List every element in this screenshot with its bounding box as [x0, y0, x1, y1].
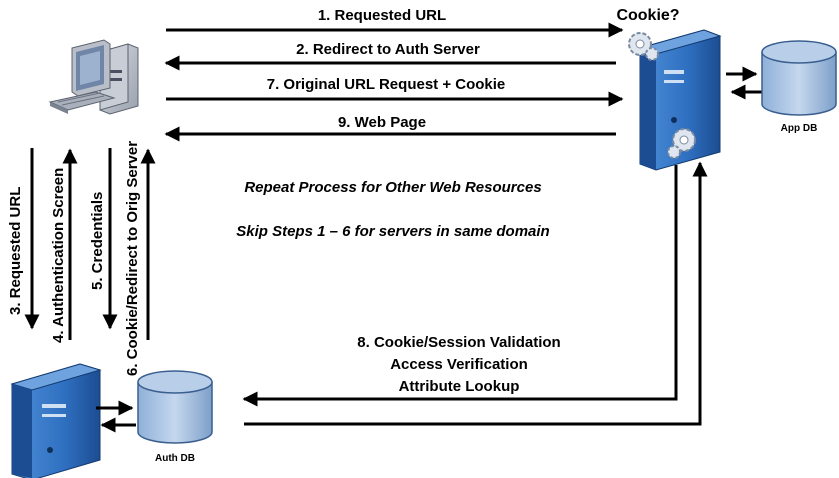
step-2-label: 2. Redirect to Auth Server: [296, 41, 480, 58]
step-8-label-line3: Attribute Lookup: [399, 378, 520, 395]
note-skip: Skip Steps 1 – 6 for servers in same dom…: [236, 223, 549, 240]
arrow-step-8-to-app: [244, 161, 708, 426]
app-db-label: App DB: [781, 123, 818, 134]
step-5-label: 5. Credentials: [89, 192, 106, 290]
gear-icon: [667, 128, 696, 159]
auth-server-icon: [10, 363, 102, 478]
step-8-label-line2: Access Verification: [390, 356, 528, 373]
step-3-label: 3. Requested URL: [7, 187, 24, 315]
app-db-icon: [761, 40, 837, 116]
arrow-step-8-to-auth: [242, 165, 678, 407]
step-4-label: 4. Authentication Screen: [50, 168, 67, 343]
step-7-label: 7. Original URL Request + Cookie: [267, 76, 506, 93]
note-repeat: Repeat Process for Other Web Resources: [244, 179, 541, 196]
auth-db-label: Auth DB: [155, 453, 195, 464]
step-9-label: 9. Web Page: [338, 114, 426, 131]
gear-icon: [628, 32, 659, 61]
cookie-label: Cookie?: [616, 7, 679, 24]
app-server-icon: [638, 29, 722, 171]
step-1-label: 1. Requested URL: [318, 7, 446, 24]
desktop-computer-icon: [48, 39, 139, 115]
step-6-label: 6. Cookie/Redirect to Orig Server: [124, 141, 141, 376]
auth-db-icon: [137, 370, 213, 444]
step-8-label-line1: 8. Cookie/Session Validation: [357, 334, 560, 351]
